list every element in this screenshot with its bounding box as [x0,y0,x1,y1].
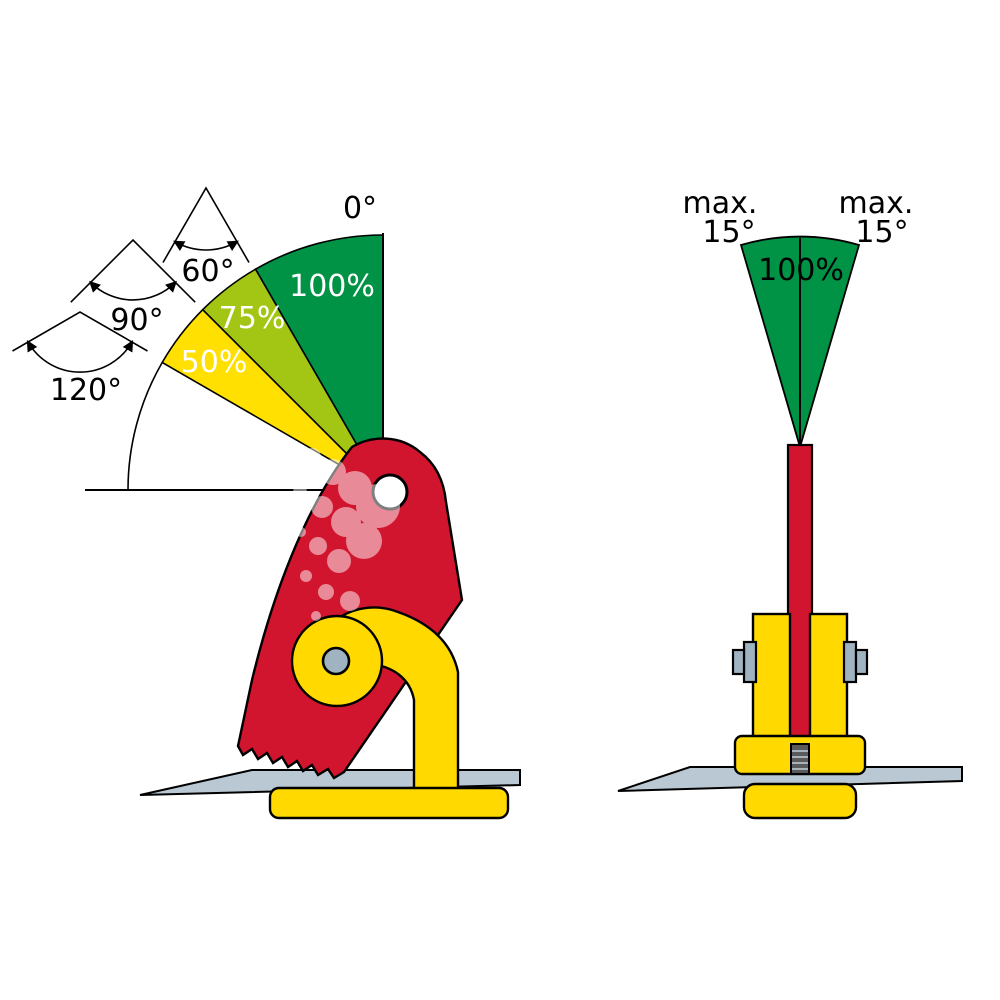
svg-text:120°: 120° [50,373,122,408]
capacity-label: 100% [758,253,844,288]
deg-right-label: 15° [855,215,908,250]
threaded-strap-end [790,743,810,775]
front-view-diagram: max. 15° max. 15° 100% [617,186,963,820]
svg-text:90°: 90° [110,303,163,338]
deg-left-label: 15° [702,215,755,250]
angle-annotation-120: 120° [12,311,148,408]
sector-100-percent [254,234,384,493]
pivot-bolt [321,646,351,676]
sector-50-label: 50% [181,345,248,380]
svg-text:60°: 60° [181,254,234,289]
max-right-label: max. [839,186,914,221]
angle-annotation-60: 60° [162,186,250,289]
clamp-base-bar [268,786,510,820]
bolt-left [731,640,758,684]
bolt-right [842,640,869,684]
angle-annotation-90: 90° [70,238,196,338]
lower-base-block [742,782,858,820]
sector-100-label: 100% [289,269,375,304]
zero-degree-label: 0° [343,191,377,226]
strap-red [786,443,814,774]
fan-outline-arc [127,362,163,491]
side-view-diagram: 0° 100% 75% 50% 60° 90° 120° [12,186,521,820]
sector-50-percent [161,308,384,491]
watermark [293,448,400,621]
max-left-label: max. [683,186,758,221]
sector-75-label: 75% [219,301,286,336]
